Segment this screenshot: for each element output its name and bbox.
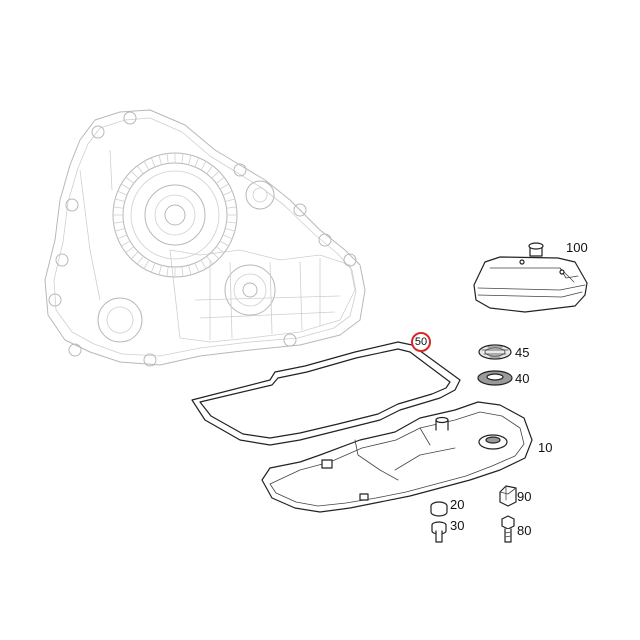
gear-tooth	[211, 251, 220, 260]
gear-tooth	[211, 170, 220, 179]
gear-tooth	[194, 262, 200, 273]
part-20-drain-plug-seal	[430, 501, 448, 517]
gear-tooth	[158, 265, 162, 275]
gear-tooth	[200, 259, 207, 269]
part-50-pan-gasket	[191, 341, 461, 446]
gear-tooth	[222, 234, 233, 240]
gear-tooth	[150, 157, 156, 168]
gear-tooth	[113, 221, 124, 224]
gear-tooth	[166, 266, 169, 277]
gear-tooth	[117, 190, 128, 196]
gear-tooth	[130, 170, 139, 179]
drive-gear-teeth	[113, 153, 237, 277]
gear-tooth	[226, 206, 237, 209]
gear-tooth	[130, 251, 139, 260]
gear-tooth	[216, 176, 225, 184]
callout-80: 80	[517, 523, 532, 538]
gear-tooth	[166, 153, 169, 164]
gear-tooth	[216, 246, 225, 254]
gear-tooth	[143, 259, 150, 269]
callout-40: 40	[515, 371, 530, 386]
gear-tooth	[219, 183, 229, 190]
gear-tooth	[125, 176, 134, 184]
part-80-bolt	[501, 515, 515, 543]
gear-tooth	[121, 240, 131, 247]
gear-tooth	[225, 228, 235, 232]
gear-tooth	[222, 190, 233, 196]
gear-tooth	[181, 266, 184, 277]
gear-tooth	[194, 157, 200, 168]
gear-tooth	[206, 165, 214, 174]
part-45-strainer-element	[478, 344, 512, 360]
gear-tooth	[143, 161, 150, 171]
gear-tooth	[115, 228, 125, 232]
part-90-clip	[499, 485, 517, 507]
callout-45: 45	[515, 345, 530, 360]
gear-tooth	[136, 256, 144, 265]
gear-tooth	[188, 155, 192, 165]
part-30-drain-plug	[431, 521, 447, 543]
part-40-seal-ring	[477, 370, 513, 386]
part-100-oil-filter	[473, 242, 588, 313]
gear-tooth	[117, 234, 128, 240]
callout-10: 10	[538, 440, 553, 455]
gear-tooth	[115, 198, 125, 202]
callout-50-highlighted: 50	[411, 332, 431, 352]
gear-tooth	[181, 153, 184, 164]
gear-tooth	[136, 165, 144, 174]
gear-tooth	[150, 262, 156, 273]
gear-tooth	[219, 240, 229, 247]
gear-tooth	[226, 221, 237, 224]
callout-30: 30	[450, 518, 465, 533]
gear-tooth	[158, 155, 162, 165]
transmission-housing	[44, 109, 366, 367]
callout-100: 100	[566, 240, 588, 255]
gear-tooth	[121, 183, 131, 190]
gear-tooth	[225, 198, 235, 202]
callout-20: 20	[450, 497, 465, 512]
part-10-oil-pan	[261, 401, 533, 513]
gear-tooth	[113, 206, 124, 209]
gear-tooth	[125, 246, 134, 254]
gear-tooth	[188, 265, 192, 275]
gear-tooth	[200, 161, 207, 171]
callout-90: 90	[517, 489, 532, 504]
